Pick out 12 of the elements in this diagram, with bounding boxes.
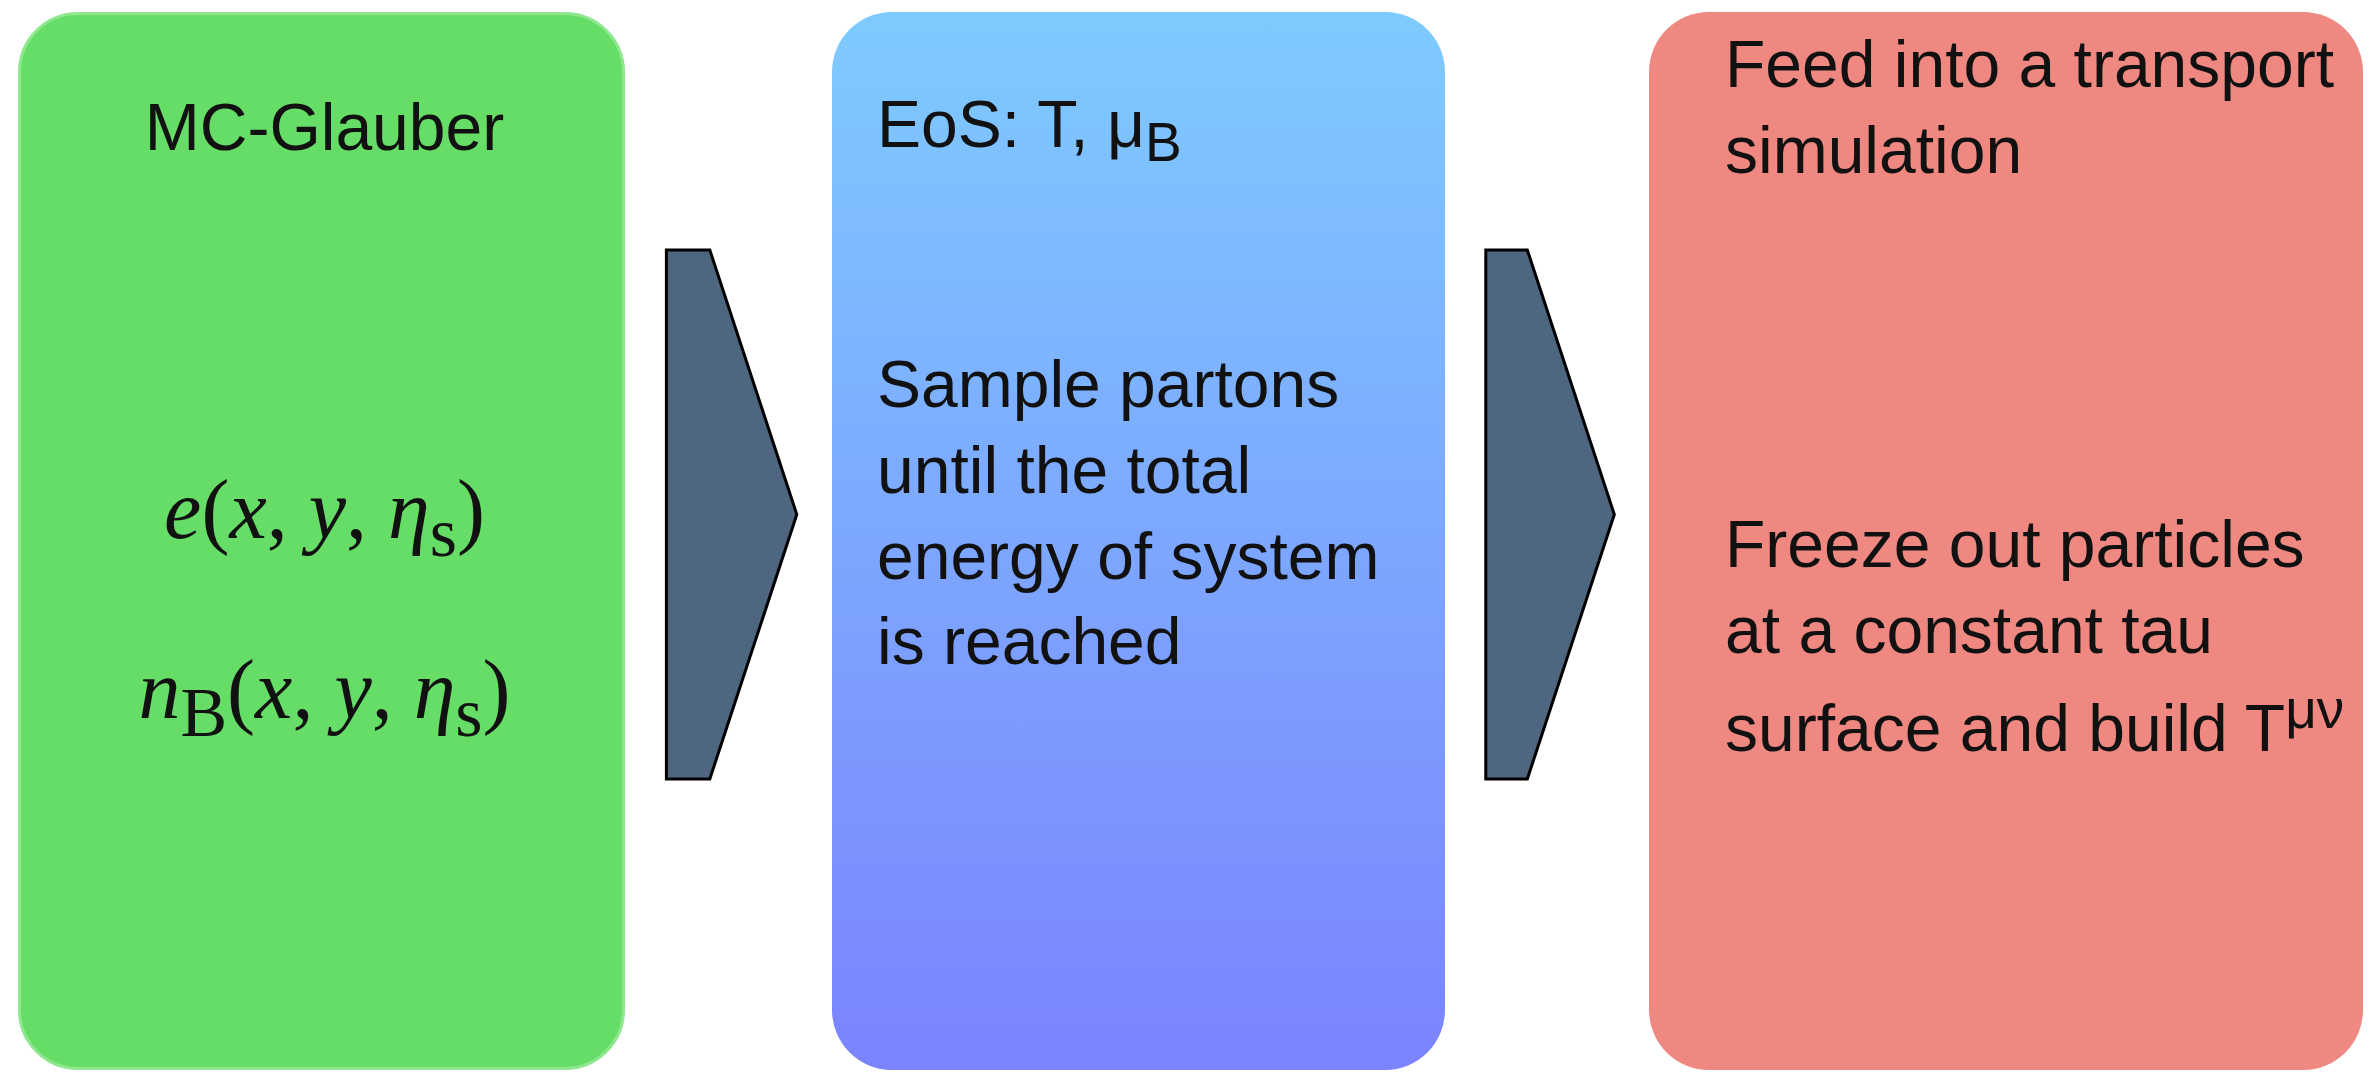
formula-text: n$_{B}$(x, y, η$_{s}$): [137, 642, 512, 753]
process-box: [18, 12, 625, 1070]
heading-text: MC-Glauber: [143, 89, 506, 166]
chevron-arrow: [1484, 248, 1616, 781]
process-box: [832, 12, 1445, 1070]
heading-text: EoS: T, μ$_{B}$: [877, 86, 1183, 176]
process-box: [1649, 12, 2363, 1070]
heading-text: Feed into a transport simulation: [1725, 26, 2336, 189]
chevron-arrow: [664, 248, 799, 781]
body-text: Sample partons until the total energy of system is reached: [877, 346, 1381, 681]
body-text: Freeze out particles at a constant tau surface and build T$^{μν}$: [1725, 506, 2345, 767]
formula-text: e(x, y, η$_{s}$): [163, 462, 486, 573]
